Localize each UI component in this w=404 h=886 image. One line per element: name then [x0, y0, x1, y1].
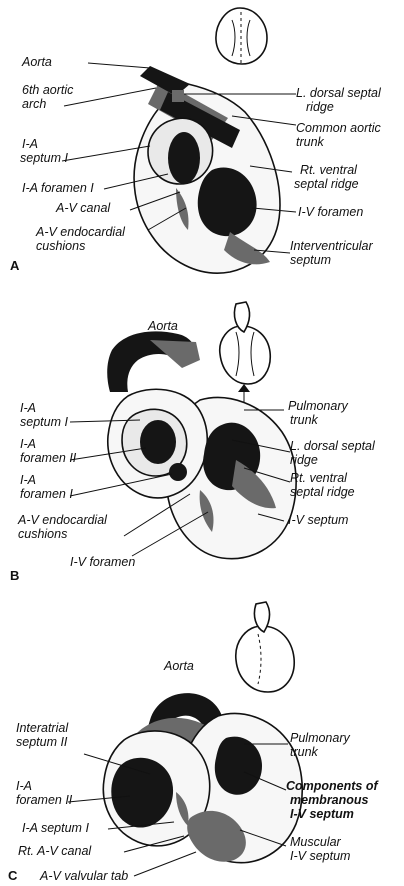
b-label-foramen-ii: foramen II [20, 451, 77, 465]
c-label-ia-septum-i: I-A septum I [22, 821, 89, 835]
b-label-iv-septum: I-V septum [288, 513, 348, 527]
panel-a-letter: A [10, 258, 20, 273]
b-label-iv-foramen: I-V foramen [70, 555, 135, 569]
panel-a-orientation-sketch [216, 8, 267, 64]
b-label-cushions: cushions [18, 527, 67, 541]
c-label-interatrial: Interatrial [16, 721, 69, 735]
c-label-iv-septum-2: I-V septum [290, 849, 350, 863]
panel-a-heart [134, 66, 280, 273]
c-label-iv-septum-1: I-V septum [290, 807, 354, 821]
panel-c: C Aorta Interatrial septum II I-A forame… [8, 602, 379, 883]
c-label-foramen-ii: foramen II [16, 793, 73, 807]
b-label-septal-ridge: septal ridge [290, 485, 355, 499]
panel-b: B Aorta I-A septum I I-A foramen II I-A … [10, 302, 376, 583]
a-label-ridge: ridge [306, 100, 334, 114]
b-label-septum-i: septum I [20, 415, 68, 429]
c-label-trunk: trunk [290, 745, 319, 759]
panel-c-orientation-sketch [236, 602, 294, 692]
b-label-ia-2: I-A [20, 437, 36, 451]
a-label-ia: I-A [22, 137, 38, 151]
c-label-ia: I-A [16, 779, 32, 793]
b-label-rt-ventral: Rt. ventral [290, 471, 348, 485]
b-label-l-dorsal-septal: L. dorsal septal [290, 439, 376, 453]
b-label-pulmonary: Pulmonary [288, 399, 348, 413]
panel-b-letter: B [10, 568, 19, 583]
b-label-aorta: Aorta [147, 319, 178, 333]
c-label-muscular: Muscular [290, 835, 342, 849]
a-label-septum: septum [290, 253, 331, 267]
b-label-ridge: ridge [290, 453, 318, 467]
c-label-pulmonary: Pulmonary [290, 731, 350, 745]
b-label-av-endocardial: A-V endocardial [17, 513, 108, 527]
c-label-components-of: Components of [286, 779, 379, 793]
c-label-membranous: membranous [290, 793, 369, 807]
a-label-common-aortic: Common aortic [296, 121, 381, 135]
b-label-foramen-i: foramen I [20, 487, 73, 501]
b-label-ia-1: I-A [20, 401, 36, 415]
a-label-rt-ventral: Rt. ventral [300, 163, 358, 177]
a-label-av-canal: A-V canal [55, 201, 111, 215]
panel-a: A Aorta 6th aortic arch I-A septum I I-A… [10, 8, 382, 273]
c-label-rt-av-canal: Rt. A-V canal [18, 844, 92, 858]
a-label-6th-aortic: 6th aortic [22, 83, 74, 97]
c-label-septum-ii: septum II [16, 735, 68, 749]
a-label-l-dorsal-septal: L. dorsal septal [296, 86, 382, 100]
c-label-av-valvular-tab: A-V valvular tab [39, 869, 128, 883]
c-label-aorta: Aorta [163, 659, 194, 673]
a-label-septum-i: septum I [20, 151, 68, 165]
a-label-septal-ridge: septal ridge [294, 177, 359, 191]
a-label-arch: arch [22, 97, 46, 111]
a-label-av-endocardial: A-V endocardial [35, 225, 126, 239]
a-label-iv-foramen: I-V foramen [298, 205, 363, 219]
panel-b-orientation-sketch [220, 302, 271, 384]
a-label-aorta: Aorta [21, 55, 52, 69]
panel-c-letter: C [8, 868, 18, 883]
b-label-trunk: trunk [290, 413, 319, 427]
a-label-interventricular: Interventricular [290, 239, 374, 253]
panel-c-heart [103, 693, 302, 863]
b-label-ia-3: I-A [20, 473, 36, 487]
a-label-cushions: cushions [36, 239, 85, 253]
a-label-trunk: trunk [296, 135, 325, 149]
a-label-ia-foramen-i: I-A foramen I [22, 181, 94, 195]
